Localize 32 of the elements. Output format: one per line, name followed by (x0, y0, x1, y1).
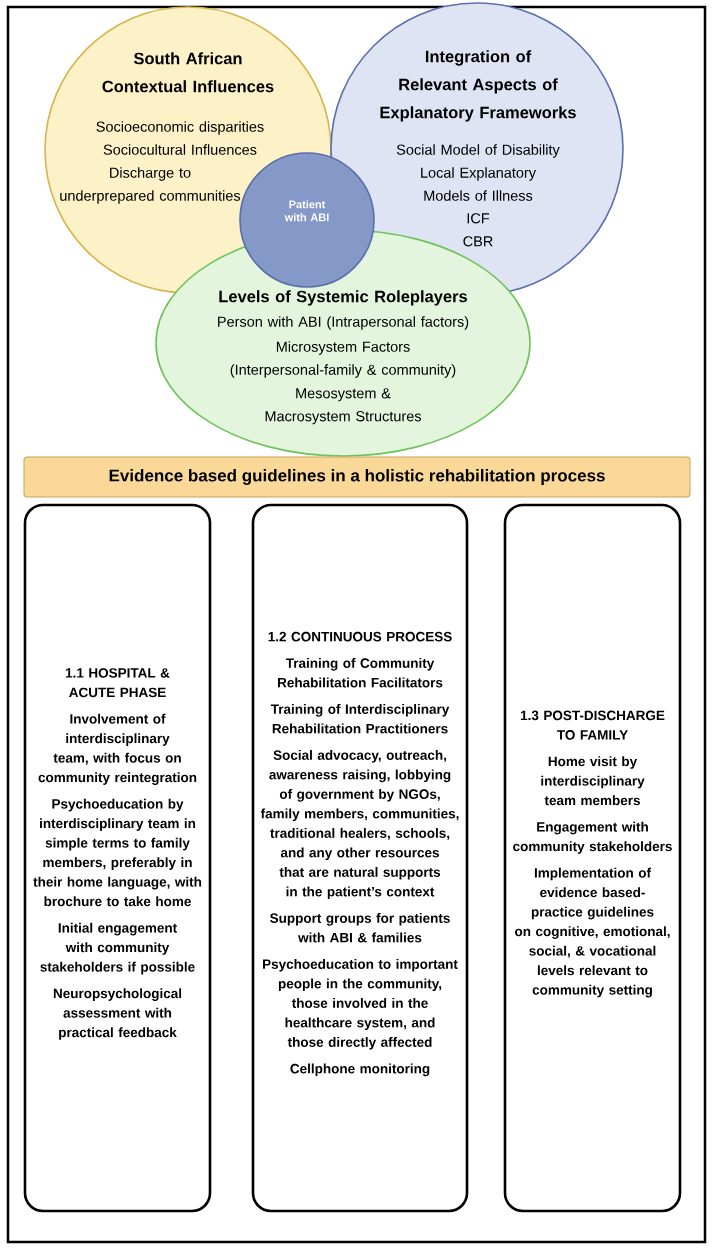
column-heading: 1.3 POST-DISCHARGE TO FAMILY (520, 710, 665, 740)
circle-heading: Integration of Relevant Aspects of Explanatory Frameworks (380, 50, 576, 122)
list-item: Psychoeducation to important people in the community, those involved in the healthcare system, and those directly affected (263, 959, 458, 1050)
column-heading: 1.2 CONTINUOUS PROCESS (268, 631, 452, 642)
circle-item: Socioeconomic disparities (96, 121, 264, 135)
list-item: Implementation of evidence based-practice guidelines on cognitive, emotional, social, & vocational levels relevant to community setting (515, 867, 670, 998)
circle-item: Social Model of Disability (396, 144, 560, 158)
list-item: Social advocacy, outreach, awareness raising, lobbying of government by NGOs, family members, communities, traditional healers, schools, and any other resources that are natural supports in the patient’s context (260, 750, 459, 900)
circle-item: CBR (463, 236, 493, 247)
circle-item: Mesosystem & Macrosystem Structures (265, 388, 422, 425)
list-item: Initial engagement with community stakeholders if possible (40, 922, 195, 975)
circle-label: Patient with ABI (284, 200, 329, 222)
circle-item: Sociocultural Influences (103, 144, 257, 155)
list-item: Engagement with community stakeholders (513, 821, 672, 854)
circle-heading: Levels of Systemic Roleplayers (219, 290, 467, 306)
list-item: Neuropsychological assessment with practical feedback (53, 988, 182, 1040)
circle-item: ICF (467, 213, 490, 224)
list-item: Support groups for patients with ABI & families (270, 913, 450, 943)
column-heading: 1.1 HOSPITAL & ACUTE PHASE (65, 668, 170, 698)
venn-ellipse (155, 229, 531, 457)
list-item: Training of Interdisciplinary Rehabilitation Practitioners (270, 704, 450, 734)
list-item: Home visit by interdisciplinary team members (541, 756, 645, 806)
list-item: Psychoeducation by interdisciplinary team in simple terms to family members, preferably in their home language, with brochure to take home (33, 798, 202, 907)
list-item: Involvement of interdisciplinary team, with focus on community reintegration (38, 713, 197, 785)
list-item: Training of Community Rehabilitation Facilitators (278, 658, 443, 688)
circle-item: Person with ABI (Intrapersonal factors) (218, 316, 469, 330)
circle-item: Discharge to underprepared communities (60, 167, 241, 204)
circle-item: Microsystem Factors (Interpersonal-family & community) (230, 341, 456, 378)
circle-heading: South African Contextual Influences (102, 52, 274, 93)
list-item: Cellphone monitoring (290, 1063, 430, 1077)
circle-item: Local Explanatory Models of Illness (421, 167, 536, 201)
title-banner: Evidence based guidelines in a holistic rehabilitation process (23, 456, 691, 498)
